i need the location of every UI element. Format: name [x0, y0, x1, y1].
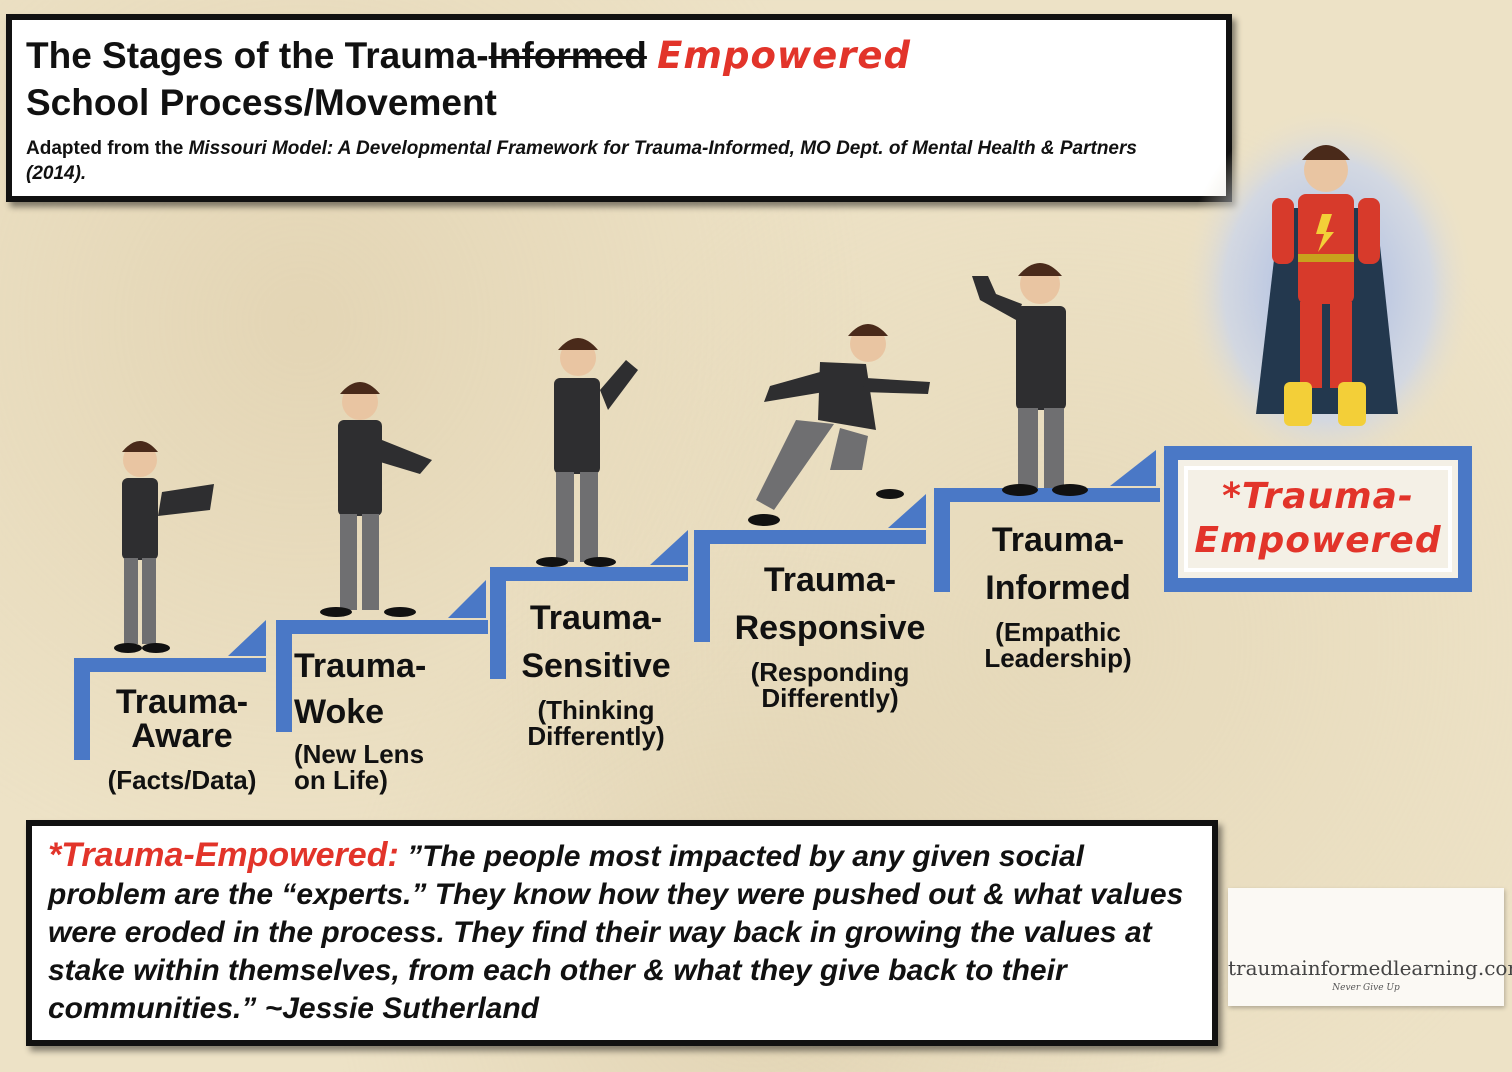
stage-trauma-empowered-inner: *Trauma- Empowered	[1184, 466, 1452, 572]
definition-quote: *Trauma-Empowered: ”The people most impa…	[48, 836, 1198, 1028]
step-4	[694, 494, 926, 642]
final-stage-line2: Empowered	[1194, 520, 1442, 561]
pointing-figure-icon	[536, 338, 638, 567]
site-logo: traumainformedlearning.com Never Give Up	[1228, 888, 1512, 1006]
quote-label: *Trauma-Empowered:	[48, 836, 399, 874]
stage-name: Sensitive	[521, 647, 671, 685]
step-2	[276, 580, 488, 732]
attribution-prefix: Adapted from the	[26, 138, 189, 159]
superhero-figure-icon	[1256, 145, 1398, 426]
final-stage-line1: *Trauma-	[1222, 476, 1414, 517]
page-title-line2: School Process/Movement	[26, 82, 497, 123]
stage-name: Responsive	[734, 609, 926, 647]
stage-description: (Facts/Data)	[107, 765, 257, 795]
attribution: Adapted from the Missouri Model: A Devel…	[26, 136, 1196, 186]
stage-name: Woke	[294, 693, 385, 731]
title-handwritten-word: Empowered	[657, 34, 911, 77]
stage-name: Aware	[131, 717, 233, 755]
page-title-line1: The Stages of the Trauma-Informed Empowe…	[26, 34, 911, 77]
step-3	[490, 530, 688, 679]
quote-text: ”The people most impacted by any given s…	[48, 840, 1184, 1025]
stage-name: Trauma-	[991, 521, 1125, 559]
stage-trauma-informed: Trauma- Informed (Empathic Leadership)	[958, 522, 1158, 672]
stage-name: Trauma-	[763, 561, 897, 599]
stage-name: Trauma-	[529, 599, 663, 637]
step-1	[74, 620, 266, 760]
stage-description: (New Lens	[294, 739, 425, 769]
stage-trauma-responsive: Trauma- Responsive (Responding Different…	[716, 562, 944, 712]
stage-description: Differently)	[761, 683, 899, 713]
attribution-source: Missouri Model: A Developmental Framewor…	[26, 138, 1137, 184]
stage-description: (Responding	[750, 657, 910, 687]
stage-trauma-aware: Trauma- Aware (Facts/Data)	[92, 684, 272, 794]
title-struck-word: Informed	[488, 35, 647, 76]
title-prefix: The Stages of the Trauma-	[26, 35, 489, 76]
stage-description: (Thinking	[537, 695, 655, 725]
stage-description: (Empathic	[995, 617, 1121, 647]
stage-trauma-empowered: *Trauma- Empowered	[1164, 446, 1472, 592]
running-figure-icon	[748, 324, 930, 526]
logo-tagline: Never Give Up	[1332, 983, 1400, 993]
definition-quote-box: *Trauma-Empowered: ”The people most impa…	[26, 820, 1218, 1046]
stage-description: on Life)	[294, 765, 388, 795]
thinking-figure-icon	[320, 382, 432, 617]
stage-name: Trauma-	[115, 683, 249, 721]
waving-figure-icon	[972, 263, 1088, 496]
stage-name: Trauma-	[294, 647, 427, 685]
stage-trauma-woke: Trauma- Woke (New Lens on Life)	[294, 648, 454, 794]
stage-name: Informed	[985, 569, 1131, 607]
stage-trauma-sensitive: Trauma- Sensitive (Thinking Differently)	[506, 600, 686, 750]
stage-description: Differently)	[527, 721, 665, 751]
title-box: The Stages of the Trauma-Informed Empowe…	[6, 14, 1232, 202]
stage-description: Leadership)	[984, 643, 1132, 673]
step-5	[934, 450, 1160, 592]
logo-site-name: traumainformedlearning.com	[1228, 956, 1512, 980]
reading-figure-icon	[114, 441, 214, 653]
